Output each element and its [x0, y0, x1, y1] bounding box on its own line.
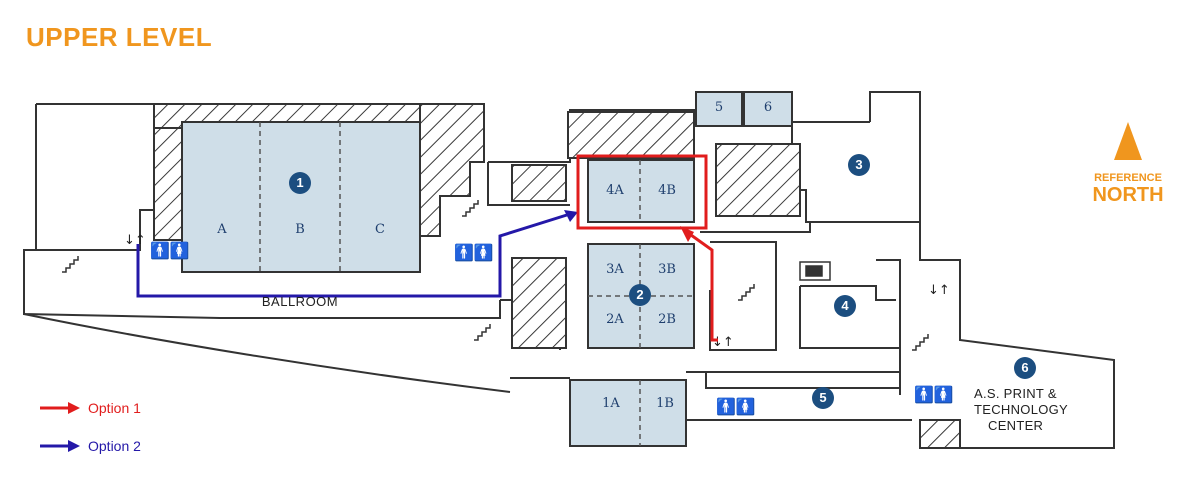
ballroom-room: [181, 121, 421, 273]
elevator-icons: ↓↑ ↓↑ ↓↑: [124, 233, 950, 350]
svg-text:↓↑: ↓↑: [928, 283, 950, 298]
destination-highlight: [576, 154, 708, 230]
svg-text:↓↑: ↓↑: [124, 233, 146, 248]
route-option-1: [683, 228, 718, 342]
route-option-2-arrowhead: [564, 210, 578, 222]
stairs-icons: [62, 200, 929, 351]
north-arrow-icon: [1114, 122, 1142, 160]
svg-text:🚹🚺: 🚹🚺: [454, 243, 494, 262]
restroom-icons: 🚹🚺 🚹🚺 🚹🚺 🚹🚺: [150, 241, 954, 416]
svg-text:🚹🚺: 🚹🚺: [716, 397, 756, 416]
route-option-1-arrowhead: [680, 226, 694, 242]
svg-text:🚹🚺: 🚹🚺: [914, 385, 954, 404]
map-title: UPPER LEVEL: [26, 22, 213, 52]
svg-text:↓↑: ↓↑: [712, 335, 734, 350]
route-option-2: [136, 212, 571, 298]
room-dividers: [259, 122, 694, 446]
rooms: [181, 91, 793, 447]
svg-text:🚹🚺: 🚹🚺: [150, 241, 190, 260]
routes: [136, 212, 718, 342]
